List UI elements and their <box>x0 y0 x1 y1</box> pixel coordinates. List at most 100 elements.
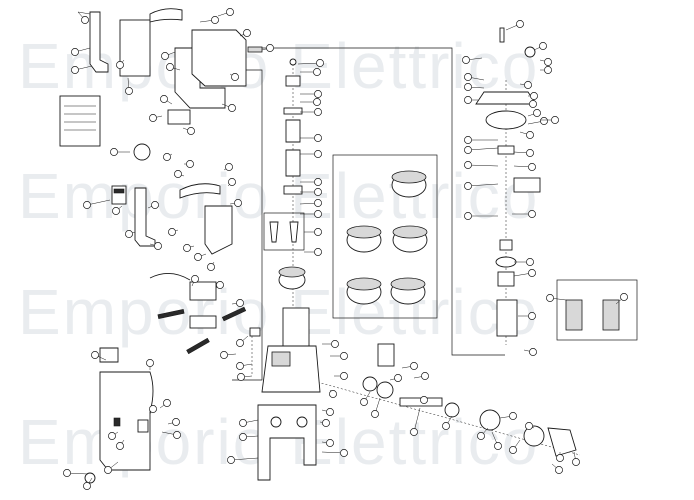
top-coupling <box>285 75 301 87</box>
callout-56 <box>300 90 322 98</box>
callout-bubble <box>572 458 580 466</box>
callout-bubble <box>211 16 219 24</box>
gearbox-assembly <box>257 307 321 481</box>
release-cable <box>149 273 191 281</box>
callout-92 <box>462 56 483 64</box>
callout-bubble <box>228 178 236 186</box>
callout-bubble <box>313 98 321 106</box>
callout-78 <box>401 362 418 370</box>
callout-bubble <box>207 263 215 271</box>
callout-35 <box>231 299 244 307</box>
callout-bubble <box>160 95 168 103</box>
callout-64 <box>300 210 322 218</box>
callout-bubble <box>149 405 157 413</box>
base-hole-2 <box>296 416 308 428</box>
bearing-top <box>497 145 515 155</box>
callout-bubble <box>239 433 247 441</box>
callout-48 <box>83 477 93 490</box>
callout-25 <box>112 205 123 215</box>
bearing-lower <box>499 239 513 251</box>
callout-bubble <box>154 242 162 250</box>
cover-lock <box>113 417 121 427</box>
bearing-ring-1 <box>362 376 378 392</box>
callout-bubble <box>314 199 322 207</box>
callout-40 <box>239 419 259 427</box>
callout-60 <box>300 150 322 158</box>
nut-top <box>524 46 536 58</box>
callout-bubble <box>314 150 322 158</box>
callout-bubble <box>174 170 182 178</box>
callout-bubble <box>526 149 534 157</box>
callout-98 <box>464 161 499 169</box>
callout-42 <box>227 456 259 464</box>
shaft-seal <box>444 402 460 418</box>
callout-bubble <box>539 42 547 50</box>
sprocket <box>523 425 545 447</box>
callouts <box>63 8 628 490</box>
callout-bubble <box>544 66 552 74</box>
callout-bubble <box>326 408 334 416</box>
callout-bubble <box>191 275 199 283</box>
callout-105 <box>527 117 548 125</box>
callout-bubble <box>540 117 548 125</box>
callout-54 <box>297 59 324 67</box>
callout-bubble <box>464 146 472 154</box>
callout-bubble <box>228 104 236 112</box>
callout-bubble <box>442 422 450 430</box>
callout-bubble <box>243 29 251 37</box>
callout-bubble <box>116 442 124 450</box>
callout-38 <box>237 373 253 381</box>
callout-bubble <box>526 258 534 266</box>
callout-bubble <box>340 352 348 360</box>
callout-bubble <box>234 199 242 207</box>
callout-6 <box>161 51 176 60</box>
rack-segment-2 <box>186 337 210 355</box>
callout-bubble <box>410 362 418 370</box>
callout-23 <box>110 148 130 156</box>
coil-variants <box>346 170 428 305</box>
callout-bubble <box>63 469 71 477</box>
callout-22 <box>229 199 242 207</box>
outer-cover <box>84 347 154 484</box>
callout-119 <box>533 42 547 51</box>
frame-top-right <box>262 47 505 356</box>
callout-27 <box>147 201 159 209</box>
callout-81 <box>410 407 421 436</box>
mounting-bracket <box>89 11 109 73</box>
callout-bubble <box>108 432 116 440</box>
bearing-ring-2 <box>376 381 394 399</box>
callout-bubble <box>91 351 99 359</box>
callout-21 <box>227 178 236 187</box>
callout-102 <box>528 92 538 100</box>
callout-70 <box>329 389 337 398</box>
callout-75 <box>360 391 371 406</box>
callout-53 <box>146 359 154 370</box>
callout-50 <box>108 431 119 440</box>
callout-bubble <box>477 432 485 440</box>
callout-bubble <box>340 449 348 457</box>
callout-19 <box>174 170 185 178</box>
callout-bubble <box>528 312 536 320</box>
callout-leader <box>230 457 259 461</box>
callout-30 <box>183 244 195 252</box>
connector-block <box>111 185 127 205</box>
callout-26 <box>125 230 136 238</box>
callout-106 <box>519 131 534 139</box>
callout-1 <box>77 11 89 24</box>
base-hole-1 <box>270 416 282 428</box>
callout-103 <box>528 100 537 108</box>
callout-58 <box>300 108 322 116</box>
callout-bubble <box>371 410 379 418</box>
callout-bubble <box>71 66 79 74</box>
callout-39 <box>220 351 237 359</box>
callout-8 <box>199 16 219 24</box>
callout-63 <box>299 199 322 207</box>
solenoid-right <box>289 221 299 243</box>
callout-bubble <box>462 56 470 64</box>
callout-12 <box>229 73 239 81</box>
callout-bubble <box>151 201 159 209</box>
solenoid-box <box>263 212 305 251</box>
callout-7 <box>166 63 181 71</box>
callout-3 <box>71 65 93 74</box>
